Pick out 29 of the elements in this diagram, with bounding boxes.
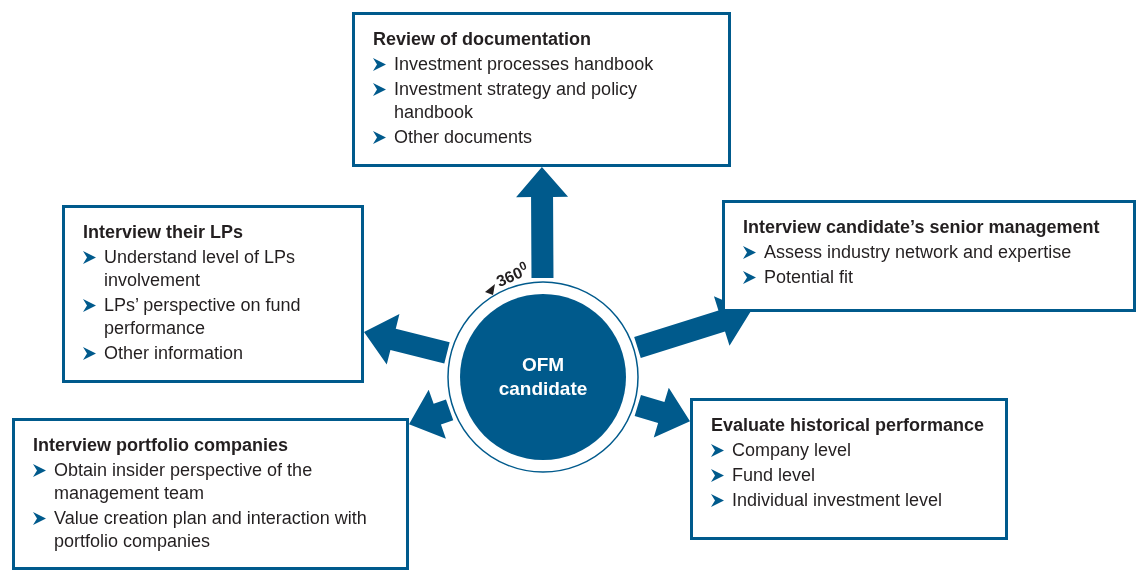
bullet-text: Other documents: [394, 126, 533, 149]
box-heading: Interview candidate’s senior management: [743, 216, 1101, 239]
info-box: [690, 398, 1008, 540]
info-box: [62, 205, 364, 383]
block-arrow: [409, 389, 454, 439]
bullet-text: LPs’ perspective on fund performance: [104, 294, 302, 340]
bullet-text: Potential fit: [764, 266, 854, 289]
block-arrow: [634, 387, 690, 438]
bullet-text: Obtain insider perspective of the management team: [54, 459, 314, 505]
bullet-text: Assess industry network and expertise: [764, 241, 1072, 264]
bullet-text: Value creation plan and interaction with portfolio companies: [54, 507, 368, 553]
box-heading: Evaluate historical performance: [711, 414, 986, 437]
box-heading: Interview their LPs: [83, 221, 245, 244]
bullet-text: Fund level: [732, 464, 816, 487]
circle-label: OFM candidate: [497, 353, 589, 401]
bullet-text: Other information: [104, 342, 244, 365]
box-heading: Interview portfolio companies: [33, 434, 290, 457]
info-box: [722, 200, 1136, 312]
block-arrow: [364, 314, 450, 365]
bullet-text: Individual investment level: [732, 489, 943, 512]
bullet-text: Investment processes handbook: [394, 53, 654, 76]
bullet-text: Understand level of LPs involvement: [104, 246, 297, 292]
block-arrow: [634, 296, 751, 358]
box-heading: Review of documentation: [373, 28, 593, 51]
bullet-text: Investment strategy and policy handbook: [394, 78, 639, 124]
bullet-text: Company level: [732, 439, 852, 462]
info-box: [352, 12, 731, 167]
info-box: [12, 418, 409, 570]
block-arrow: [516, 167, 569, 279]
